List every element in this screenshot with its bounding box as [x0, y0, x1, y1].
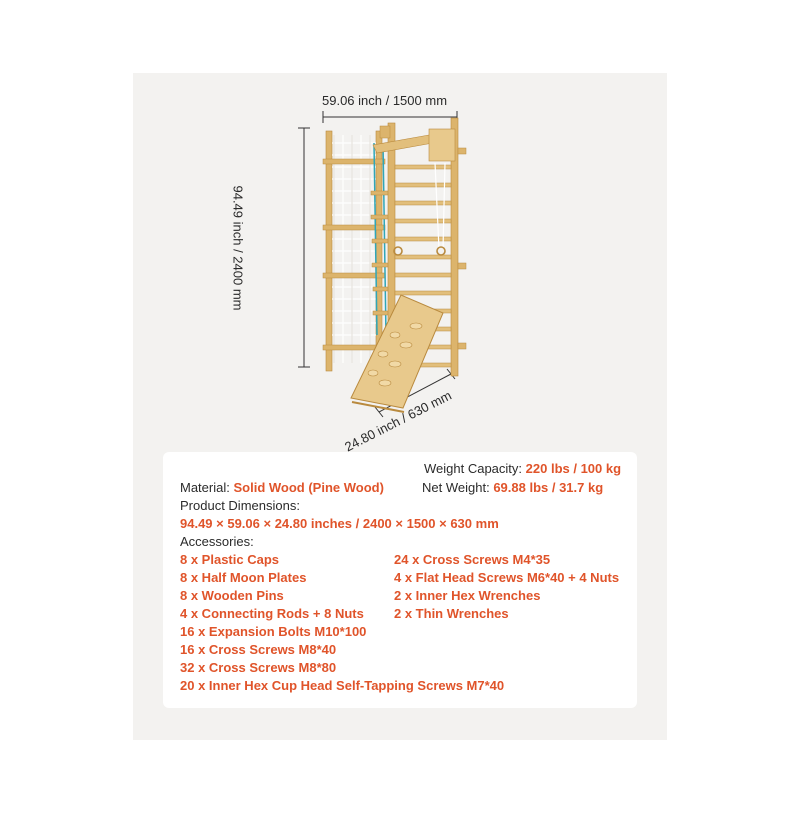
list-item: 8 x Half Moon Plates: [180, 570, 307, 585]
accessories-label: Accessories:: [180, 534, 254, 549]
weight-capacity-label: Weight Capacity:: [424, 461, 523, 476]
list-item: 2 x Inner Hex Wrenches: [394, 588, 541, 603]
height-dimension-line: [298, 127, 310, 368]
list-item: 8 x Wooden Pins: [180, 588, 284, 603]
material-label: Material:: [180, 480, 230, 495]
height-label: 94.49 inch / 2400 mm: [230, 185, 246, 311]
specifications-panel: Weight Capacity: 220 lbs / 100 kg Materi…: [163, 452, 637, 708]
rope-ladder: [370, 142, 392, 336]
list-item: 2 x Thin Wrenches: [394, 606, 509, 621]
list-item: 4 x Connecting Rods + 8 Nuts: [180, 606, 364, 621]
material: Material: Solid Wood (Pine Wood): [180, 480, 384, 496]
width-dimension-line: [322, 111, 458, 123]
gym-rings: [393, 162, 446, 256]
climbing-ramp: [350, 294, 444, 413]
net-weight-value: 69.88 lbs / 31.7 kg: [493, 480, 604, 495]
net-weight-label: Net Weight:: [422, 480, 490, 495]
list-item: 24 x Cross Screws M4*35: [394, 552, 551, 567]
list-item: 4 x Flat Head Screws M6*40 + 4 Nuts: [394, 570, 620, 585]
width-label: 59.06 inch / 1500 mm: [322, 93, 448, 108]
product-dimensions-label: Product Dimensions:: [180, 498, 300, 513]
weight-capacity: Weight Capacity: 220 lbs / 100 kg: [424, 461, 621, 477]
product-dimensions-value: 94.49 × 59.06 × 24.80 inches / 2400 × 15…: [180, 516, 499, 531]
list-item: 16 x Cross Screws M8*40: [180, 642, 337, 657]
net-weight: Net Weight: 69.88 lbs / 31.7 kg: [422, 480, 603, 496]
pull-up-bar: [372, 125, 456, 162]
material-value: Solid Wood (Pine Wood): [233, 480, 384, 495]
net-frame: [322, 130, 386, 372]
weight-capacity-value: 220 lbs / 100 kg: [525, 461, 622, 476]
list-item: 16 x Expansion Bolts M10*100: [180, 624, 367, 639]
wall-bars-illustration: [298, 111, 467, 418]
list-item: 8 x Plastic Caps: [180, 552, 279, 567]
list-item: 32 x Cross Screws M8*80: [180, 660, 337, 675]
list-item: 20 x Inner Hex Cup Head Self-Tapping Scr…: [180, 678, 505, 693]
